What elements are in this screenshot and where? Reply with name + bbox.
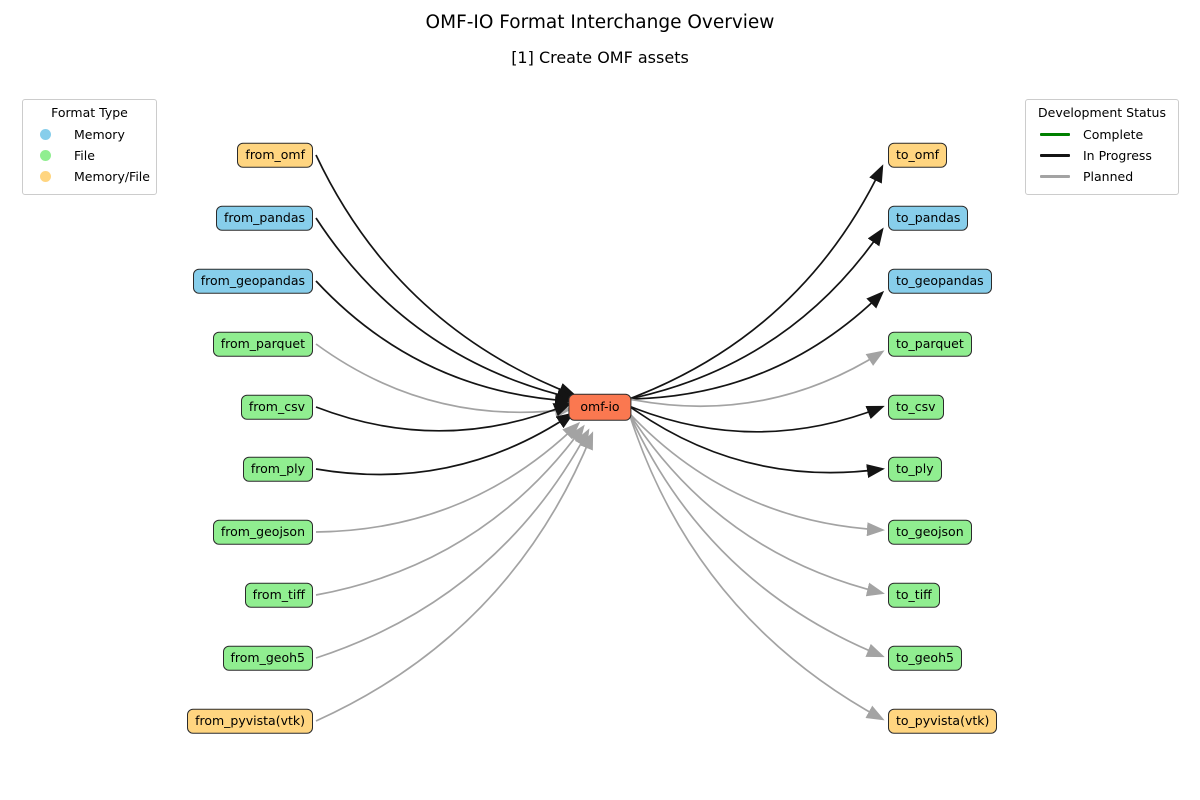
node-to-omf: to_omf [888, 142, 948, 168]
node-omf-io: omf-io [568, 393, 632, 421]
legend-item-memory-file: Memory/File [32, 166, 150, 187]
edge-omf-io-to-to-pandas [628, 227, 884, 400]
legend-item-in-progress: In Progress [1035, 145, 1169, 166]
node-from-geopandas: from_geopandas [192, 268, 313, 294]
node-to-pyvista-vtk: to_pyvista(vtk) [888, 708, 998, 734]
legend-item-label: Complete [1083, 127, 1144, 142]
node-from-tiff: from_tiff [244, 582, 313, 608]
edge-omf-io-to-to-csv [628, 405, 885, 433]
edge-omf-io-to-to-parquet [628, 350, 885, 408]
legend-item-label: Memory [74, 127, 125, 142]
node-to-geojson: to_geojson [888, 519, 972, 545]
edge-from-pyvista-vtk-to-omf-io [315, 431, 594, 722]
node-from-geojson: from_geojson [212, 519, 313, 545]
circle-swatch-icon [39, 171, 51, 182]
legend-item-label: Memory/File [74, 169, 150, 184]
edge-omf-io-to-to-geoh5 [628, 412, 885, 658]
node-from-csv: from_csv [240, 394, 313, 420]
edge-omf-io-to-to-ply [628, 405, 885, 478]
edge-omf-io-to-to-omf [628, 164, 884, 400]
node-from-ply: from_ply [242, 456, 313, 482]
edge-from-parquet-to-omf-io [315, 343, 573, 418]
edge-omf-io-to-to-pyvista-vtk [628, 412, 885, 721]
legend-item-label: Planned [1083, 169, 1134, 184]
node-to-tiff: to_tiff [888, 582, 940, 608]
page-title: OMF-IO Format Interchange Overview [425, 12, 775, 33]
edge-from-omf-to-omf-io [315, 154, 577, 397]
node-to-parquet: to_parquet [888, 331, 972, 357]
node-to-pandas: to_pandas [888, 205, 969, 231]
legend-title: Format Type [51, 105, 128, 120]
edge-from-tiff-to-omf-io [315, 424, 585, 596]
legend-item-label: In Progress [1083, 148, 1152, 163]
page-subtitle: [1] Create OMF assets [511, 48, 689, 67]
node-from-pyvista-vtk: from_pyvista(vtk) [187, 708, 313, 734]
node-to-csv: to_csv [888, 394, 944, 420]
edge-omf-io-to-to-geopandas [628, 290, 885, 400]
circle-swatch-icon [39, 129, 51, 140]
node-from-parquet: from_parquet [212, 331, 313, 357]
line-swatch-icon [1040, 133, 1070, 136]
node-from-omf: from_omf [237, 142, 313, 168]
edge-from-pandas-to-omf-io [315, 217, 575, 402]
node-to-ply: to_ply [888, 456, 942, 482]
legend-item-planned: Planned [1035, 166, 1169, 187]
legend-item-memory: Memory [32, 124, 147, 145]
line-swatch-icon [1040, 175, 1070, 178]
legend-item-file: File [32, 145, 147, 166]
node-to-geopandas: to_geopandas [888, 268, 992, 294]
edge-from-csv-to-omf-io [315, 402, 572, 432]
node-from-geoh5: from_geoh5 [222, 645, 313, 671]
edge-from-geoh5-to-omf-io [315, 428, 590, 659]
edge-from-geopandas-to-omf-io [315, 280, 573, 408]
edge-from-geojson-to-omf-io [315, 421, 581, 533]
line-swatch-icon [1040, 154, 1070, 157]
legend-item-complete: Complete [1035, 124, 1169, 145]
node-to-geoh5: to_geoh5 [888, 645, 962, 671]
node-from-pandas: from_pandas [216, 205, 313, 231]
edge-omf-io-to-to-geojson [628, 412, 885, 537]
circle-swatch-icon [39, 150, 51, 161]
edge-omf-io-to-to-tiff [628, 412, 885, 597]
edge-from-ply-to-omf-io [315, 412, 575, 476]
legend-item-label: File [74, 148, 95, 163]
legend-title: Development Status [1038, 105, 1166, 120]
